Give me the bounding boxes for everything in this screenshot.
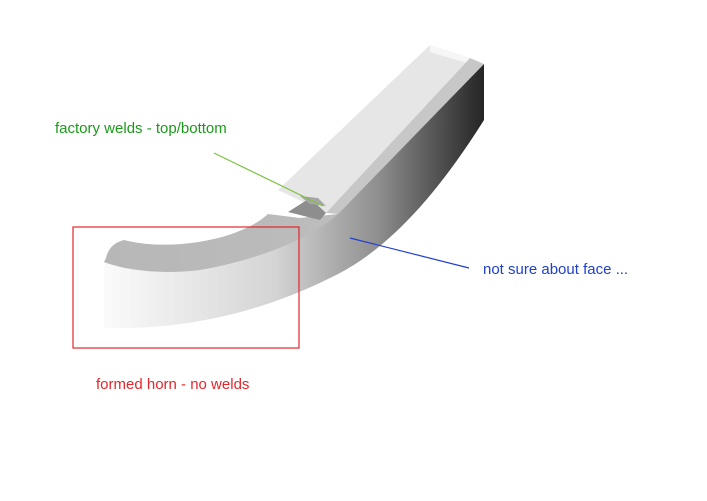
straight-section-upper-strip — [430, 45, 470, 64]
straight-section-top-face — [278, 45, 470, 213]
formed-horn-label: formed horn - no welds — [96, 376, 250, 393]
factory-welds-leader-line — [213, 152, 324, 207]
face-uncertainty-label: not sure about face ... — [483, 261, 629, 278]
straight-section-step-face — [326, 58, 484, 214]
formed-horn-highlight-box — [72, 226, 300, 349]
weld-seam — [288, 198, 326, 220]
horn-top-face — [104, 214, 338, 273]
factory-welds-label: factory welds - top/bottom — [55, 120, 227, 137]
face-leader-line — [349, 237, 470, 269]
